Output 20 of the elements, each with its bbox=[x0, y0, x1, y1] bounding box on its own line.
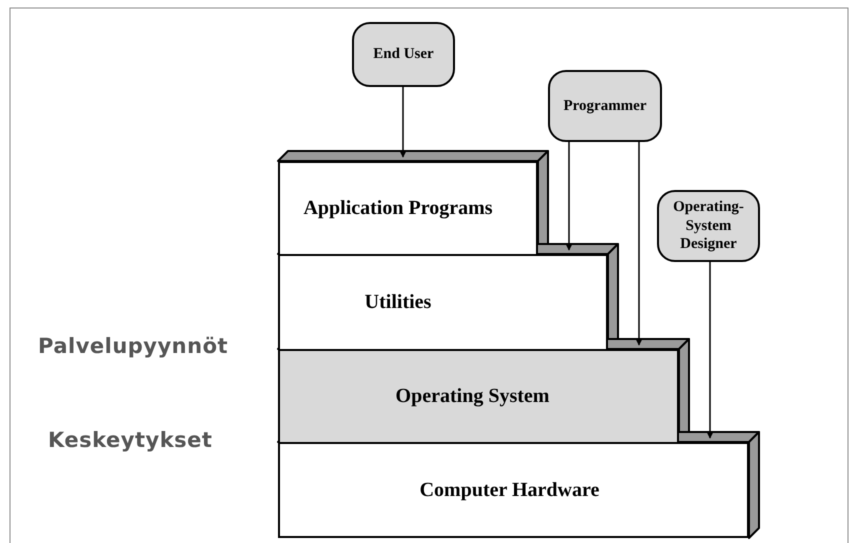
layer-box bbox=[278, 254, 608, 351]
node-text: Operating-System Designer bbox=[672, 198, 745, 254]
side-label: Palvelupyynnöt bbox=[38, 334, 228, 358]
node-text: Programmer bbox=[563, 96, 646, 116]
layer-box bbox=[278, 442, 749, 538]
arrow bbox=[706, 262, 714, 439]
layer-box bbox=[278, 349, 679, 444]
node-text: Application Programs bbox=[303, 197, 493, 220]
side-label: Keskeytykset bbox=[48, 428, 212, 452]
node-text: End User bbox=[373, 45, 434, 64]
arrow bbox=[400, 87, 406, 158]
arrow bbox=[636, 142, 642, 346]
node-text: Computer Hardware bbox=[420, 478, 600, 502]
actor-box bbox=[548, 70, 662, 142]
actor-box bbox=[352, 22, 455, 87]
actor-box bbox=[657, 190, 760, 262]
layer-box bbox=[278, 161, 538, 256]
node-text: Utilities bbox=[364, 291, 432, 314]
node-text: Operating System bbox=[396, 385, 550, 408]
arrow bbox=[566, 142, 572, 251]
